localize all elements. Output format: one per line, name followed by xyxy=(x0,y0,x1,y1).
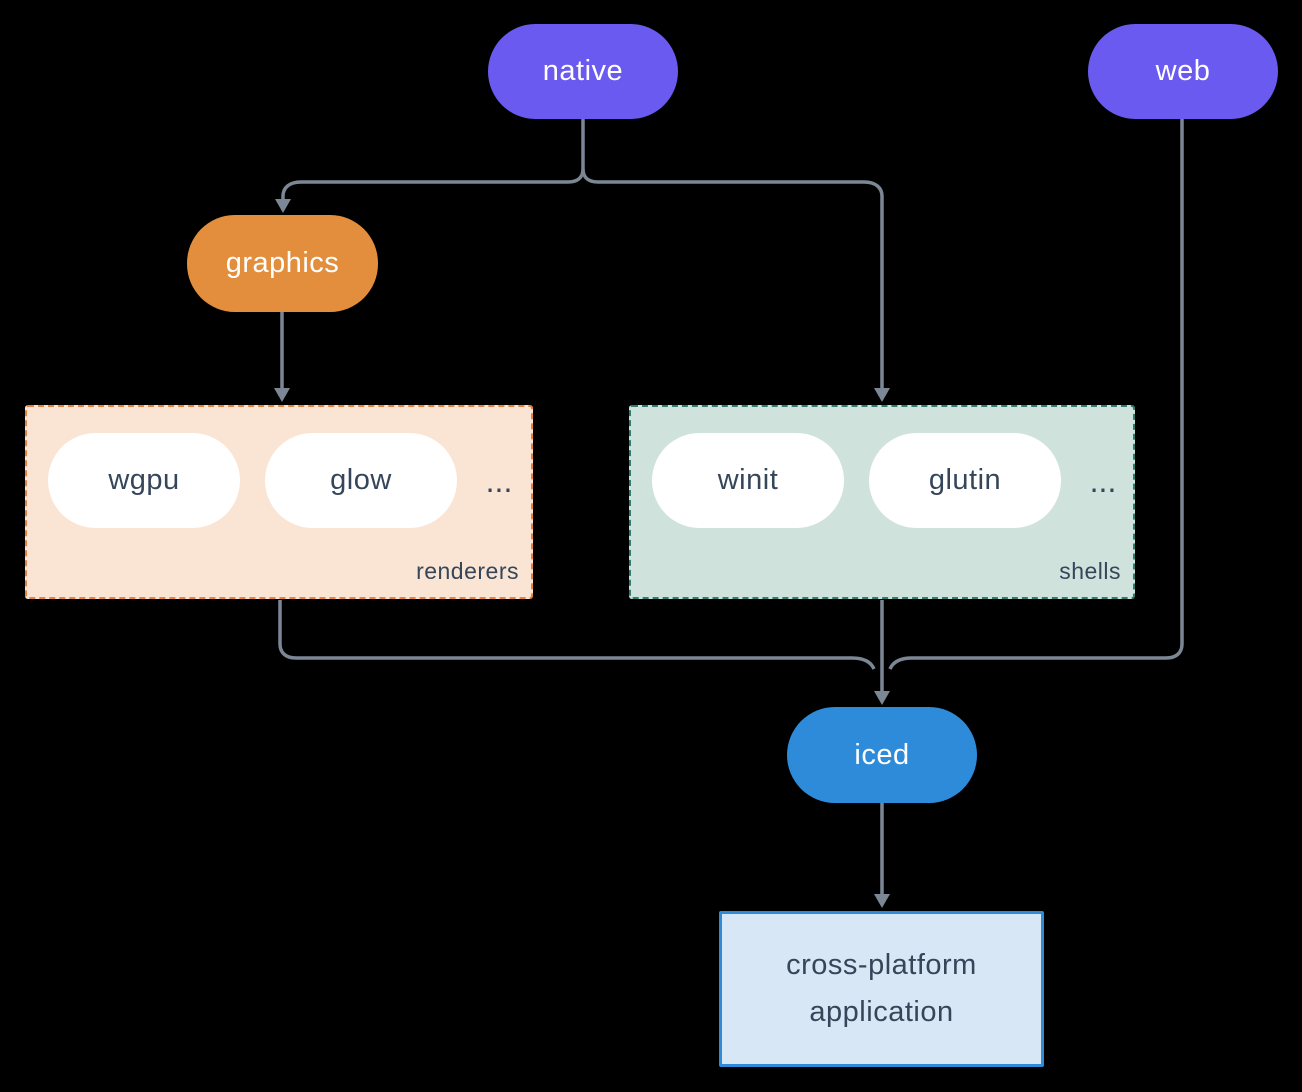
node-graphics-label: graphics xyxy=(225,247,340,279)
group-shells: winit glutin ... shells xyxy=(629,405,1135,599)
shells-group-label: shells xyxy=(1059,558,1121,584)
node-glow-label: glow xyxy=(330,464,392,496)
edge-web-to-merge xyxy=(888,119,1184,670)
node-iced-label: iced xyxy=(854,738,910,771)
shells-ellipsis: ... xyxy=(1089,463,1117,499)
arrowhead-iced xyxy=(874,691,890,705)
node-wgpu: wgpu xyxy=(48,433,240,528)
arrowhead-graphics xyxy=(275,199,291,213)
node-web: web xyxy=(1088,24,1278,119)
node-graphics: graphics xyxy=(187,215,378,312)
node-wgpu-label: wgpu xyxy=(108,464,180,496)
arrowhead-renderers xyxy=(274,388,290,402)
node-glow: glow xyxy=(265,433,457,528)
node-cross-platform-application: cross-platform application xyxy=(719,911,1044,1067)
renderers-group-label: renderers xyxy=(416,558,519,584)
node-winit-label: winit xyxy=(717,464,779,496)
node-web-label: web xyxy=(1155,55,1211,87)
node-winit: winit xyxy=(652,433,844,528)
edge-renderers-to-merge xyxy=(278,600,876,670)
group-renderers: wgpu glow ... renderers xyxy=(25,405,533,599)
node-iced: iced xyxy=(787,707,977,803)
arrowhead-app xyxy=(874,894,890,908)
node-native: native xyxy=(488,24,678,119)
edge-native-to-graphics xyxy=(281,168,585,199)
renderers-ellipsis: ... xyxy=(485,463,513,499)
node-app-label: cross-platform application xyxy=(786,949,977,1028)
node-native-label: native xyxy=(542,55,624,87)
arrowhead-shells xyxy=(874,388,890,402)
node-glutin: glutin xyxy=(869,433,1061,528)
node-glutin-label: glutin xyxy=(928,464,1002,496)
edge-native-to-shells xyxy=(581,168,884,388)
